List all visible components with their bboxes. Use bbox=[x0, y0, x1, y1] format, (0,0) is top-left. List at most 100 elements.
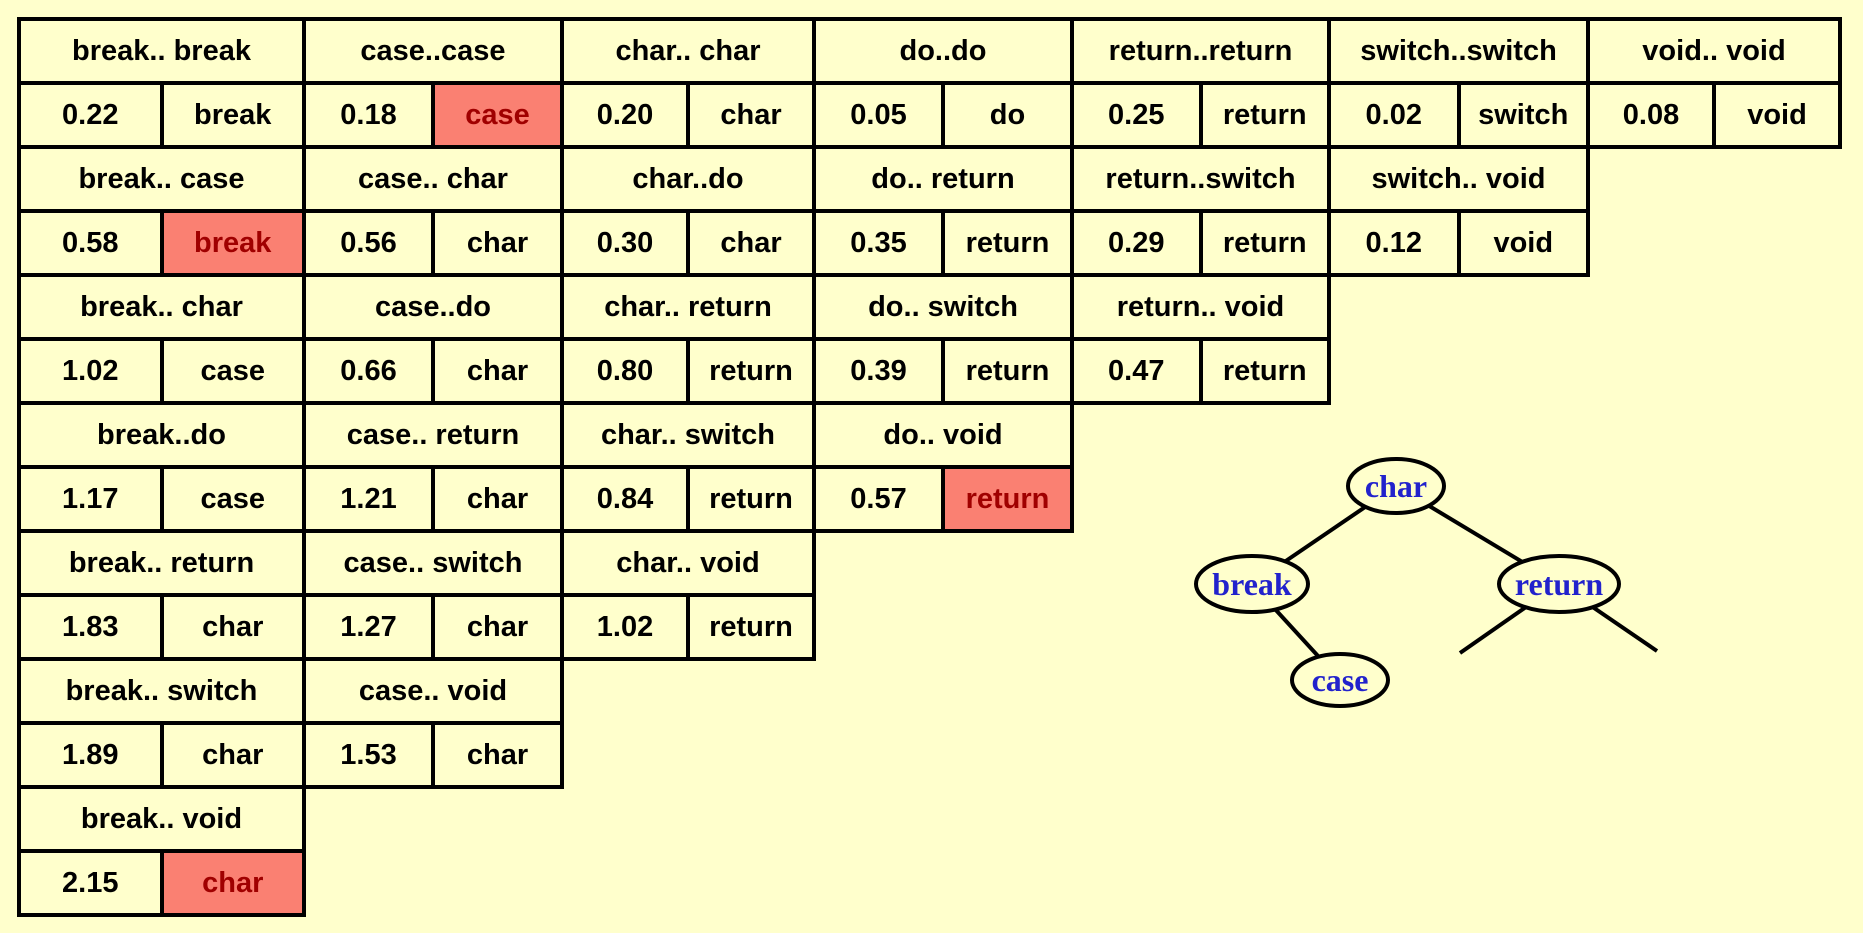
range-header: break.. return bbox=[17, 529, 306, 597]
range-header: break..do bbox=[17, 401, 306, 469]
cost-cell: 0.57 bbox=[812, 465, 945, 533]
cost-cell: 1.27 bbox=[302, 593, 435, 661]
cost-cell: 1.89 bbox=[17, 721, 164, 789]
root-cell: return bbox=[1198, 209, 1331, 277]
root-cell: do bbox=[941, 81, 1074, 149]
range-header: break.. void bbox=[17, 785, 306, 853]
range-header: return..return bbox=[1070, 17, 1331, 85]
cost-cell: 1.02 bbox=[560, 593, 690, 661]
tree-node-break-label: break bbox=[1212, 566, 1292, 602]
range-header: char.. return bbox=[560, 273, 816, 341]
cost-cell: 1.83 bbox=[17, 593, 164, 661]
root-cell: char bbox=[431, 721, 564, 789]
cost-cell: 0.35 bbox=[812, 209, 945, 277]
range-header: switch..switch bbox=[1327, 17, 1590, 85]
range-header: break.. break bbox=[17, 17, 306, 85]
cost-cell: 0.29 bbox=[1070, 209, 1203, 277]
cost-cell: 0.66 bbox=[302, 337, 435, 405]
root-cell: char bbox=[431, 593, 564, 661]
cost-cell: 1.02 bbox=[17, 337, 164, 405]
cost-cell: 2.15 bbox=[17, 849, 164, 917]
root-cell: switch bbox=[1456, 81, 1590, 149]
range-header: return.. void bbox=[1070, 273, 1331, 341]
range-header: char.. void bbox=[560, 529, 816, 597]
range-header: case.. return bbox=[302, 401, 564, 469]
root-cell: char bbox=[431, 337, 564, 405]
range-header: switch.. void bbox=[1327, 145, 1590, 213]
cost-cell: 0.12 bbox=[1327, 209, 1461, 277]
range-header: do.. switch bbox=[812, 273, 1074, 341]
cost-cell: 0.30 bbox=[560, 209, 690, 277]
root-cell: return bbox=[1198, 337, 1331, 405]
tree-node-char-ellipse bbox=[1346, 457, 1446, 515]
cost-cell: 0.84 bbox=[560, 465, 690, 533]
cost-cell: 1.17 bbox=[17, 465, 164, 533]
bst-tree: char break return case bbox=[1194, 457, 1659, 708]
range-header: char.. char bbox=[560, 17, 816, 85]
root-cell: return bbox=[941, 337, 1074, 405]
range-header: case..do bbox=[302, 273, 564, 341]
cost-cell: 0.22 bbox=[17, 81, 164, 149]
cost-cell: 0.20 bbox=[560, 81, 690, 149]
range-header: char.. switch bbox=[560, 401, 816, 469]
root-cell: return bbox=[686, 337, 816, 405]
tree-node-case-label: case bbox=[1312, 662, 1369, 698]
cost-cell: 0.18 bbox=[302, 81, 435, 149]
root-cell-highlighted: char bbox=[159, 849, 306, 917]
tree-node-return-label: return bbox=[1515, 566, 1603, 602]
range-header: break.. char bbox=[17, 273, 306, 341]
range-header: case.. char bbox=[302, 145, 564, 213]
cost-cell: 0.39 bbox=[812, 337, 945, 405]
tree-node-break-ellipse bbox=[1194, 554, 1310, 614]
range-header: case..case bbox=[302, 17, 564, 85]
root-cell: return bbox=[941, 209, 1074, 277]
range-header: break.. case bbox=[17, 145, 306, 213]
cost-cell: 0.08 bbox=[1586, 81, 1716, 149]
cost-cell: 0.58 bbox=[17, 209, 164, 277]
cost-cell: 0.56 bbox=[302, 209, 435, 277]
root-cell: return bbox=[686, 465, 816, 533]
cost-cell: 0.80 bbox=[560, 337, 690, 405]
range-header: case.. switch bbox=[302, 529, 564, 597]
tree-node-return-ellipse bbox=[1497, 554, 1621, 614]
range-header: do.. return bbox=[812, 145, 1074, 213]
root-cell: return bbox=[1198, 81, 1331, 149]
root-cell: return bbox=[686, 593, 816, 661]
range-header: char..do bbox=[560, 145, 816, 213]
tree-node-case-ellipse bbox=[1290, 652, 1390, 708]
root-cell: char bbox=[686, 81, 816, 149]
root-cell: char bbox=[431, 209, 564, 277]
root-cell: void bbox=[1456, 209, 1590, 277]
root-cell-highlighted: break bbox=[159, 209, 306, 277]
cost-cell: 1.53 bbox=[302, 721, 435, 789]
root-cell: void bbox=[1712, 81, 1842, 149]
root-cell: char bbox=[159, 721, 306, 789]
cost-cell: 1.21 bbox=[302, 465, 435, 533]
root-cell: break bbox=[159, 81, 306, 149]
root-cell: char bbox=[431, 465, 564, 533]
cost-cell: 0.47 bbox=[1070, 337, 1203, 405]
range-header: do..do bbox=[812, 17, 1074, 85]
cost-cell: 0.05 bbox=[812, 81, 945, 149]
root-cell: case bbox=[159, 465, 306, 533]
range-header: return..switch bbox=[1070, 145, 1331, 213]
root-cell-highlighted: case bbox=[431, 81, 564, 149]
range-header: do.. void bbox=[812, 401, 1074, 469]
root-cell-highlighted: return bbox=[941, 465, 1074, 533]
range-header: break.. switch bbox=[17, 657, 306, 725]
tree-node-char-label: char bbox=[1365, 468, 1427, 504]
cost-cell: 0.25 bbox=[1070, 81, 1203, 149]
range-header: void.. void bbox=[1586, 17, 1842, 85]
range-header: case.. void bbox=[302, 657, 564, 725]
root-cell: case bbox=[159, 337, 306, 405]
root-cell: char bbox=[686, 209, 816, 277]
cost-cell: 0.02 bbox=[1327, 81, 1461, 149]
